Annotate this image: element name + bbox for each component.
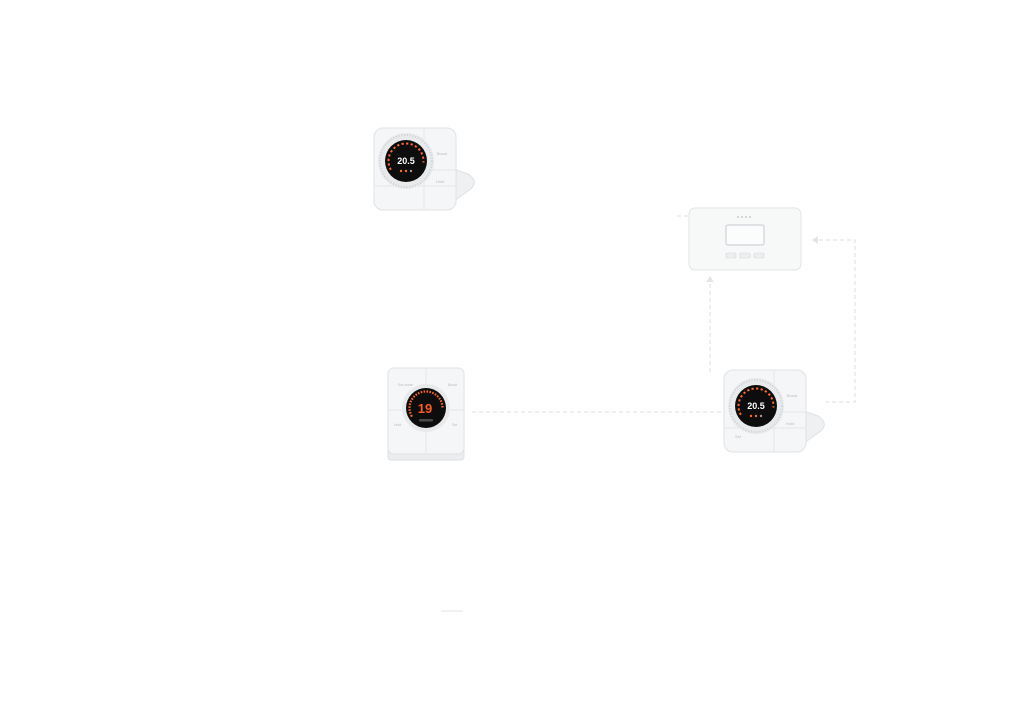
svg-text:Set: Set	[735, 434, 742, 439]
svg-text:Set: Set	[452, 423, 457, 427]
thermostat-stand-top: 20.5 Boost Hold	[372, 126, 478, 216]
temperature-readout: 20.5	[747, 401, 765, 411]
temperature-readout: 19	[418, 401, 432, 416]
connector-receiver-loop	[812, 239, 856, 403]
svg-text:Boost: Boost	[437, 151, 448, 156]
svg-text:Hold: Hold	[394, 423, 401, 427]
thermostat-wall-center: 19 Set mode Boost Hold Set	[386, 366, 466, 462]
arrow-left	[812, 236, 818, 244]
svg-text:Set mode: Set mode	[398, 383, 413, 387]
svg-text:Boost: Boost	[787, 393, 798, 398]
svg-text:Hold: Hold	[786, 421, 794, 426]
arrow-up	[706, 276, 714, 282]
thermostat-stand-right: 20.5 Boost Hold Set	[722, 368, 828, 458]
temperature-readout: 20.5	[397, 156, 415, 166]
boiler-receiver-icon	[688, 207, 802, 271]
thermostat-stand-icon: 20.5 Boost Hold Set	[723, 369, 825, 453]
thermostat-wall-icon: 19 Set mode Boost Hold Set	[387, 367, 465, 461]
thermostat-stand-icon: 20.5 Boost Hold	[373, 127, 475, 211]
svg-text:Boost: Boost	[448, 383, 457, 387]
boiler-receiver	[688, 207, 802, 271]
svg-text:Hold: Hold	[436, 179, 444, 184]
